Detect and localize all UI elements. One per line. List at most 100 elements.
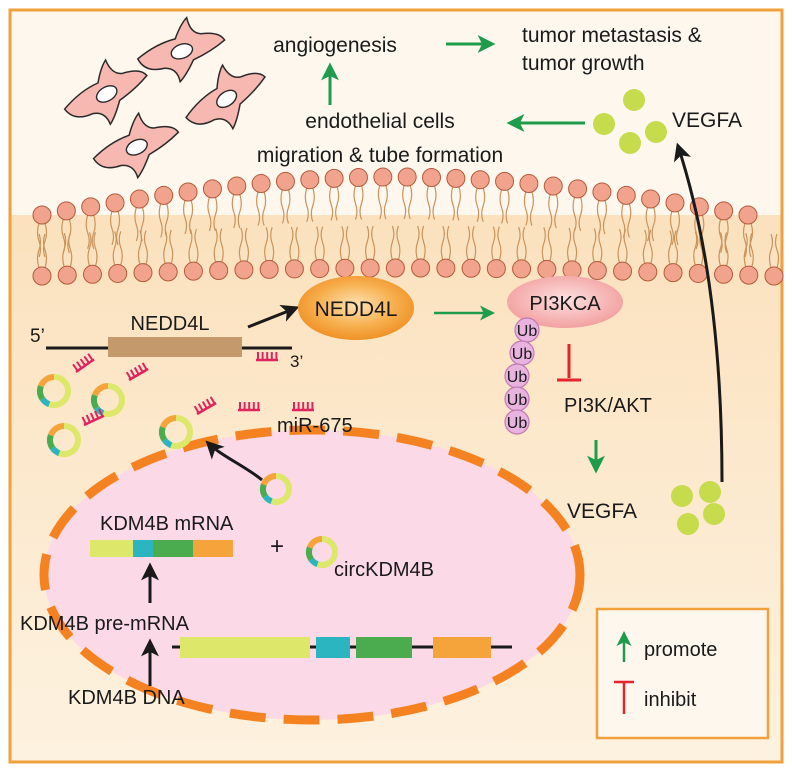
lipid-head-inner: [108, 263, 128, 283]
lipid-head-outer: [422, 168, 442, 188]
kdm4b-gene-segments: [180, 637, 491, 658]
nedd4l-protein-label: NEDD4L: [315, 298, 398, 321]
mir-675-label: miR-675: [277, 415, 353, 437]
lipid-head-inner: [537, 259, 557, 279]
mirna: [193, 396, 217, 416]
mirna: [256, 352, 278, 362]
lipid-head-inner: [512, 259, 532, 279]
ubiquitin-label: Ub: [507, 415, 528, 432]
ubiquitin: Ub: [504, 386, 530, 412]
lipid-head-inner: [234, 260, 254, 280]
ubiquitin: Ub: [504, 363, 530, 389]
lipid-head-outer: [154, 185, 174, 205]
pi3k-akt-label: PI3K/AKT: [564, 395, 652, 417]
circkdm4b-ring: [37, 374, 71, 408]
ubiquitin-label: Ub: [507, 369, 528, 386]
endothelial-label-line1: endothelial cells: [305, 110, 454, 133]
mirna: [292, 402, 314, 412]
legend-inhibit-label: inhibit: [644, 689, 697, 711]
endothelial-cell: [136, 16, 226, 84]
legend-box: [595, 607, 770, 740]
nedd4l-gene-box: [108, 337, 242, 357]
circkdm4b-label: circKDM4B: [334, 559, 434, 581]
lipid-head-inner: [57, 265, 77, 285]
vegfa-inner-label: VEGFA: [567, 500, 637, 523]
lipid-head-inner: [587, 260, 607, 280]
lipid-head-outer: [495, 171, 515, 191]
lipid-head-outer: [227, 176, 247, 196]
nedd4l-gene-label: NEDD4L: [131, 313, 210, 335]
ubiquitin-label: Ub: [507, 392, 528, 409]
cell-membrane: [32, 167, 784, 286]
lipid-head-outer: [300, 170, 320, 190]
lipid-head-inner: [613, 261, 633, 281]
nedd4l-protein: [298, 276, 414, 340]
lipid-head-outer: [543, 176, 563, 196]
lipid-head-inner: [663, 263, 683, 283]
lipid-head-outer: [81, 197, 101, 217]
arrow-vegfa-secretion: [673, 142, 724, 483]
lipid-head-outer: [251, 174, 271, 194]
lipid-head-outer: [348, 168, 368, 188]
arrow-translation: [247, 304, 300, 329]
arrow-circrna-export: [205, 440, 263, 482]
lipid-head-outer: [714, 201, 734, 221]
lipid-head-inner: [259, 259, 279, 279]
lipid-head-outer: [32, 205, 52, 225]
circkdm4b-ring: [260, 473, 292, 505]
lipid-head-inner: [385, 258, 405, 278]
endothelial-label-line2: migration & tube formation: [257, 144, 503, 167]
lipid-head-outer: [446, 168, 466, 188]
tumor-label-line2: tumor growth: [522, 52, 645, 75]
lipid-head-inner: [411, 258, 431, 278]
endothelial-cell: [92, 111, 180, 180]
pi3kca-label: PI3KCA: [529, 293, 601, 315]
endothelial-cells-illustration: [63, 16, 266, 180]
lipid-head-outer: [275, 171, 295, 191]
plus-sign: +: [270, 533, 284, 560]
lipid-head-outer: [397, 167, 417, 187]
lipid-head-outer: [202, 179, 222, 199]
lipid-head-inner: [335, 258, 355, 278]
circkdm4b-ring: [159, 415, 193, 449]
vegfa-intracellular-dots: [671, 481, 725, 535]
circkdm4b-ring: [306, 536, 338, 568]
mirna: [72, 353, 95, 374]
vegfa-top-label: VEGFA: [672, 109, 742, 132]
three-prime-label: 3’: [290, 352, 303, 371]
circkdm4b-ring: [47, 423, 81, 457]
kdm4b-mrna-segments: [90, 540, 233, 557]
five-prime-label: 5’: [30, 326, 45, 347]
ubiquitin: Ub: [504, 409, 530, 435]
lipid-head-inner: [82, 264, 102, 284]
mirna: [238, 402, 260, 412]
endothelial-cell: [185, 63, 266, 131]
lipid-head-inner: [739, 265, 759, 285]
lipid-head-inner: [486, 259, 506, 279]
lipid-head-outer: [373, 167, 393, 187]
lipid-head-outer: [56, 201, 76, 221]
kdm4b-mrna-label: KDM4B mRNA: [100, 513, 234, 535]
outer-frame: [8, 8, 784, 764]
ubiquitin-label: Ub: [517, 323, 538, 340]
legend-promote-label: promote: [644, 639, 717, 661]
lipid-head-inner: [638, 262, 658, 282]
lipid-head-inner: [183, 261, 203, 281]
vegfa-secreted-dots: [593, 89, 667, 154]
lipid-head-outer: [470, 170, 490, 190]
lipid-head-outer: [519, 174, 539, 194]
lipid-head-inner: [688, 263, 708, 283]
lipid-head-outer: [592, 182, 612, 202]
kdm4b-pre-mrna-label: KDM4B pre-mRNA: [20, 613, 190, 635]
lipid-head-inner: [284, 259, 304, 279]
lipid-head-inner: [310, 259, 330, 279]
lipid-head-inner: [360, 258, 380, 278]
lipid-head-outer: [665, 193, 685, 213]
angiogenesis-label: angiogenesis: [273, 34, 397, 57]
lipid-head-inner: [714, 264, 734, 284]
lipid-head-inner: [461, 258, 481, 278]
lipid-head-outer: [178, 182, 198, 202]
lipid-head-inner: [764, 266, 784, 286]
mirna: [81, 408, 105, 427]
